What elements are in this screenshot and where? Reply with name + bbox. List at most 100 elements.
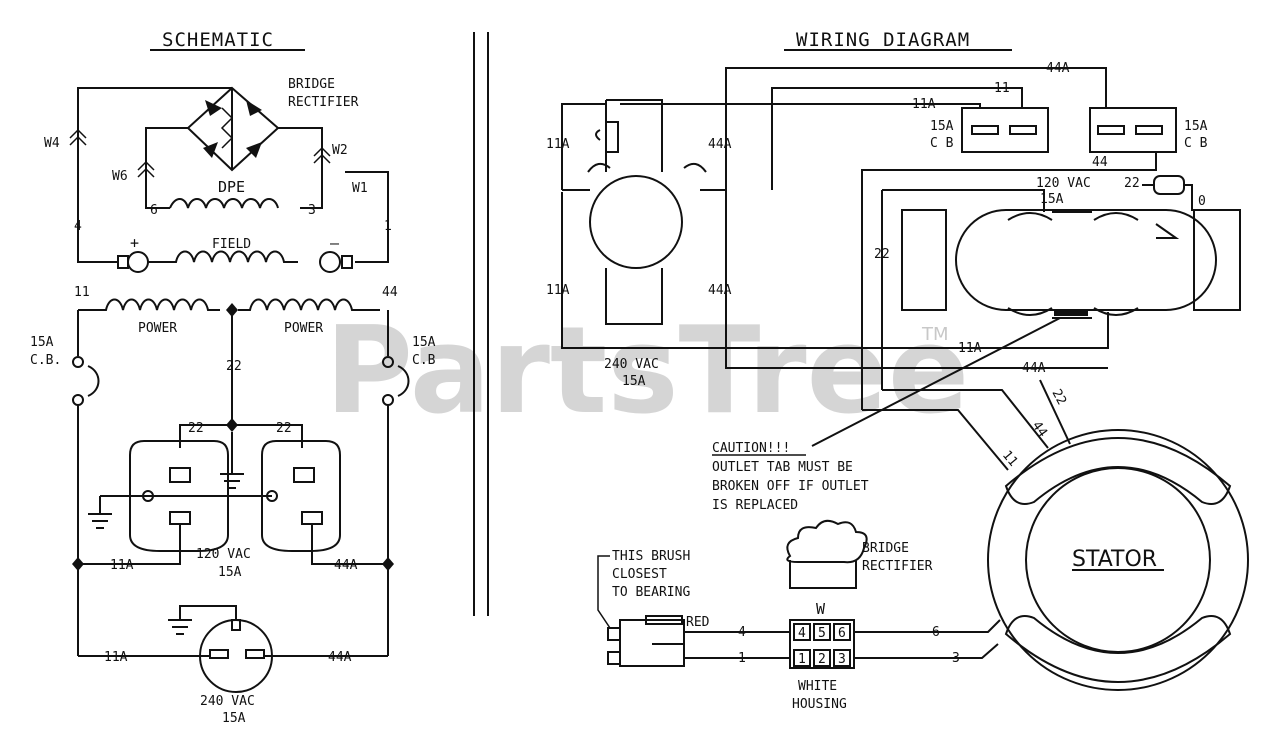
w-w22-left: 22 [874,247,890,262]
w-wire-stator-22 [1039,379,1071,445]
outlet-120-right [261,440,341,552]
cb-right-arc [397,365,410,397]
term-6: 6 [838,626,846,641]
sch-n22: 22 [226,359,242,374]
sch-bridge-label: BRIDGE [288,77,335,92]
wire-1: 1 [738,651,746,666]
watermark-tm: TM [921,324,949,345]
w-wire-44a-bot [725,190,1108,369]
power-coil-right [238,298,380,311]
wiring-title: WIRING DIAGRAM [796,29,970,51]
white-housing [789,619,855,669]
housing-white: WHITE [798,679,837,694]
w-wire-stator-11 [862,409,1009,471]
sch-w2: W2 [332,143,348,158]
w-cb-right-a: 15A [1184,119,1208,134]
cb-left-arc [87,365,100,397]
w-top11a: 11A [912,97,936,112]
sch-cb-left-a: 15A [30,335,54,350]
sch-240-ground-wire [179,605,237,620]
caution-title: CAUTION!!! [712,441,790,456]
brush-l2: CLOSEST [612,567,667,582]
sch-minus: – [330,234,340,252]
sch-wire-w2 [278,127,323,178]
power-coil-left [78,298,220,311]
sch-b44a: 44A [328,650,352,665]
w-br-bridge: BRIDGE [862,541,909,556]
w-m11a: 11A [958,341,982,356]
brush-holder [607,615,685,667]
sch-n11: 11 [74,285,90,300]
field-brush-right [341,255,353,269]
w-wire-11a-top-l [561,103,606,190]
w-cb-right-term2 [1135,125,1163,135]
cb-left-term-top [72,356,84,368]
w-cb-left-term2 [1009,125,1037,135]
sch-n22a: 22 [188,421,204,436]
w-top44a: 44A [1046,61,1070,76]
w-cb-left-b: C B [930,136,954,151]
w-terminal-w: W [816,600,826,618]
w-w22: 22 [1124,176,1140,191]
sch-amp15: 15A [218,565,242,580]
w-cb-left [961,107,1049,153]
sch-power-right: POWER [284,321,323,336]
schematic-title: SCHEMATIC [162,29,274,51]
sch-b11a: 11A [104,650,128,665]
brush-l1: THIS BRUSH [612,549,690,564]
sch-n6: 6 [150,203,158,218]
brush-red: RED [686,615,710,630]
w-wire-44a-top [725,67,1107,108]
stator [987,429,1249,691]
connector-w4-icon [69,128,87,146]
w-bridge-body [789,560,857,589]
sch-wire-44a [311,524,388,565]
connector-w2-icon [313,146,331,164]
sch-cb-left-b: C.B. [30,353,61,368]
sch-w44a: 44A [334,558,358,573]
outlet-left-slot-top [169,467,191,483]
outlet-right-slot-bot [301,511,323,525]
outlet-240-ground [231,619,241,631]
sch-rectifier-label: RECTIFIER [288,95,359,110]
term-4: 4 [798,626,806,641]
w-bridge-cloud [786,519,868,564]
sch-n4: 4 [74,219,82,234]
w-wire-11a-bot [561,192,1109,349]
w-s22: 22 [1048,387,1069,408]
w-cb-right [1089,107,1177,153]
housing-label: HOUSING [792,697,847,712]
sch-n22b: 22 [276,421,292,436]
sch-power-left: POWER [138,321,177,336]
field-slipring-left [127,251,149,273]
w-vac240: 240 VAC [604,357,659,372]
field-coil [148,250,298,263]
ground-left-icon [88,496,112,529]
w-l11a-top: 11A [546,137,570,152]
ground-center-icon [220,432,244,489]
sch-amp15b: 15A [222,711,246,726]
term-3: 3 [838,652,846,667]
term-2: 2 [818,652,826,667]
outlet-240-slot-right [245,649,265,659]
ground-240-icon [168,619,192,635]
w-cb-right-term1 [1097,125,1125,135]
sch-w11a: 11A [110,558,134,573]
sch-cb-right-a: 15A [412,335,436,350]
field-slipring-right [319,251,341,273]
w-vac120: 120 VAC [1036,176,1091,191]
caution-line2: BROKEN OFF IF OUTLET [712,479,869,494]
dpe-coil [169,198,279,209]
stator-label: STATOR [1072,547,1157,572]
outlet-240-side [587,99,707,325]
sch-n44: 44 [382,285,398,300]
caution-line1: OUTLET TAB MUST BE [712,460,853,475]
outlet-240-slot-left [209,649,229,659]
bridge-rectifier [186,86,280,172]
brush-leader [597,555,611,629]
sch-n1: 1 [384,219,392,234]
sch-dpe: DPE [218,178,245,196]
w-s44: 44 [1029,419,1050,441]
outlet-right-slot-top [293,467,315,483]
